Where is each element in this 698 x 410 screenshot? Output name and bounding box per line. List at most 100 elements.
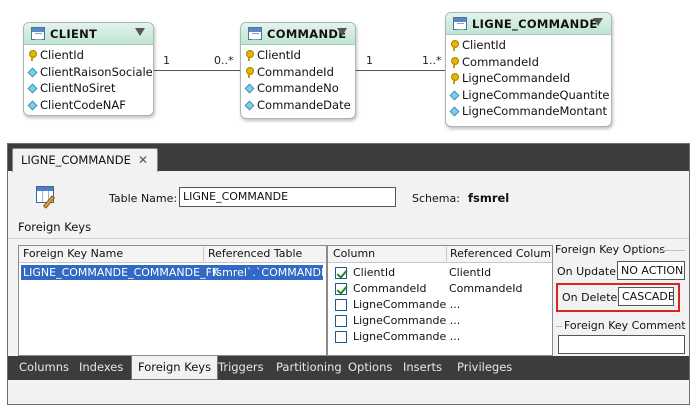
entity-column[interactable]: LigneCommandeQuantite xyxy=(446,87,611,104)
column-name: LigneCommande ... xyxy=(353,298,461,311)
column-header[interactable]: Referenced Column xyxy=(450,247,553,260)
table-icon xyxy=(453,17,467,30)
entity-commande[interactable]: COMMANDE ClientId CommandeId CommandeNo … xyxy=(240,22,356,119)
fk-column-row[interactable]: ClientId ClientId xyxy=(328,265,552,281)
entity-title: COMMANDE xyxy=(267,27,347,41)
tab-indexes[interactable]: Indexes xyxy=(79,360,124,374)
on-delete-label: On Delete: xyxy=(562,291,621,304)
primary-key-icon xyxy=(246,66,254,78)
document-tab[interactable]: LIGNE_COMMANDE ✕ xyxy=(12,148,158,172)
on-delete-select[interactable]: CASCADE xyxy=(618,287,674,306)
column-name: ClientId xyxy=(353,266,396,279)
fk-comment-title: Foreign Key Comment xyxy=(564,319,686,332)
column-name: ClientId xyxy=(462,38,506,52)
column-checkbox[interactable] xyxy=(335,267,347,279)
entity-header[interactable]: LIGNE_COMMANDE xyxy=(446,13,611,35)
fk-column-row[interactable]: LigneCommande ... xyxy=(328,329,552,345)
referenced-column[interactable]: CommandeId xyxy=(449,282,523,295)
entity-column[interactable]: ClientNoSiret xyxy=(24,80,153,97)
entity-column[interactable]: ClientRaisonSociale xyxy=(24,64,153,81)
entity-column[interactable]: LigneCommandeMontant xyxy=(446,103,611,120)
entity-header[interactable]: COMMANDE xyxy=(241,23,355,45)
column-checkbox[interactable] xyxy=(335,283,347,295)
entity-column[interactable]: CommandeId xyxy=(241,64,355,81)
referenced-column[interactable]: ClientId xyxy=(449,266,492,279)
column-checkbox[interactable] xyxy=(335,331,347,343)
entity-column[interactable]: ClientId xyxy=(241,47,355,64)
foreign-key-grid[interactable]: Foreign Key Name Referenced Table LIGNE_… xyxy=(18,245,327,356)
fk-column-row[interactable]: CommandeId CommandeId xyxy=(328,281,552,297)
table-icon xyxy=(31,27,45,40)
entity-column[interactable]: LigneCommandeId xyxy=(446,70,611,87)
column-header[interactable]: Column xyxy=(333,247,376,260)
fk-comment-input[interactable] xyxy=(558,335,685,354)
entity-column[interactable]: CommandeId xyxy=(446,54,611,71)
table-name-input[interactable]: LIGNE_COMMANDE xyxy=(179,187,396,207)
column-name: LigneCommandeId xyxy=(462,71,571,85)
grid-header: Foreign Key Name Referenced Table xyxy=(19,246,326,263)
column-name: ClientId xyxy=(40,48,84,62)
close-icon[interactable]: ✕ xyxy=(138,153,149,167)
entity-title: CLIENT xyxy=(50,27,98,41)
primary-key-icon xyxy=(451,73,459,84)
fk-column-row[interactable]: LigneCommande ... xyxy=(328,313,552,329)
column-name: CommandeNo xyxy=(257,81,339,95)
tab-triggers[interactable]: Triggers xyxy=(218,360,264,374)
column-name: LigneCommandeMontant xyxy=(462,104,608,118)
column-header[interactable]: Foreign Key Name xyxy=(23,247,124,260)
column-checkbox[interactable] xyxy=(335,299,347,311)
entity-header[interactable]: CLIENT xyxy=(24,23,153,45)
entity-column[interactable]: CommandeNo xyxy=(241,80,355,97)
column-name: CommandeId xyxy=(462,54,539,69)
tab-columns[interactable]: Columns xyxy=(19,360,70,374)
tab-options[interactable]: Options xyxy=(348,360,393,374)
relation-commande-ligne[interactable] xyxy=(355,70,446,71)
grid-header: Column Referenced Column xyxy=(328,246,552,263)
entity-ligne-commande[interactable]: LIGNE_COMMANDE ClientId CommandeId Ligne… xyxy=(445,12,612,127)
on-update-select[interactable]: NO ACTION xyxy=(617,261,685,280)
tab-foreign-keys[interactable]: Foreign Keys xyxy=(131,356,219,380)
fk-column-row[interactable]: LigneCommande ... xyxy=(328,297,552,313)
options-divider xyxy=(657,250,685,251)
column-name: CommandeDate xyxy=(257,97,351,112)
entity-column[interactable]: CommandeDate xyxy=(241,97,355,114)
column-diamond-icon xyxy=(449,90,460,100)
column-checkbox[interactable] xyxy=(335,315,347,327)
entity-title: LIGNE_COMMANDE xyxy=(472,17,598,31)
cardinality-from: 1 xyxy=(366,54,373,67)
section-divider xyxy=(8,238,689,239)
tab-inserts[interactable]: Inserts xyxy=(403,360,442,374)
schema-label: Schema: xyxy=(412,192,460,205)
column-name: CommandeId xyxy=(353,282,427,295)
fk-ref-table: `fsmrel`.`COMMANDE` xyxy=(207,266,323,279)
column-diamond-icon xyxy=(27,83,38,94)
fk-name: LIGNE_COMMANDE_COMMANDE_FK xyxy=(23,266,220,279)
entity-column[interactable]: ClientCodeNAF xyxy=(24,97,153,114)
entity-column[interactable]: ClientId xyxy=(446,37,611,54)
fk-column-grid[interactable]: Column Referenced Column ClientId Client… xyxy=(327,245,553,356)
entity-client[interactable]: CLIENT ClientId ClientRaisonSociale Clie… xyxy=(23,22,154,116)
entity-column[interactable]: ClientId xyxy=(24,47,153,64)
highlight-box xyxy=(556,283,680,312)
primary-key-icon xyxy=(29,50,37,61)
column-diamond-icon xyxy=(449,106,460,117)
tab-partitioning[interactable]: Partitioning xyxy=(276,360,342,374)
collapse-arrow-icon[interactable] xyxy=(337,28,347,36)
column-name: LigneCommandeQuantite xyxy=(462,87,610,102)
primary-key-icon xyxy=(451,56,459,68)
tab-privileges[interactable]: Privileges xyxy=(457,360,513,374)
on-update-label: On Update: xyxy=(557,265,620,278)
collapse-arrow-icon[interactable] xyxy=(135,28,145,36)
relation-client-commande[interactable] xyxy=(152,70,241,71)
comment-divider-right xyxy=(672,326,685,327)
primary-key-icon xyxy=(246,50,254,61)
table-editor: LIGNE_COMMANDE ✕ Table Name: LIGNE_COMMA… xyxy=(7,143,690,405)
column-header[interactable]: Referenced Table xyxy=(208,247,303,260)
cardinality-from: 1 xyxy=(163,54,170,67)
column-name: ClientId xyxy=(257,48,301,62)
foreign-key-row[interactable]: LIGNE_COMMANDE_COMMANDE_FK `fsmrel`.`COM… xyxy=(21,265,323,280)
column-name: CommandeId xyxy=(257,64,334,79)
column-name: ClientNoSiret xyxy=(40,81,116,95)
collapse-arrow-icon[interactable] xyxy=(593,18,603,26)
column-diamond-icon xyxy=(27,67,38,77)
